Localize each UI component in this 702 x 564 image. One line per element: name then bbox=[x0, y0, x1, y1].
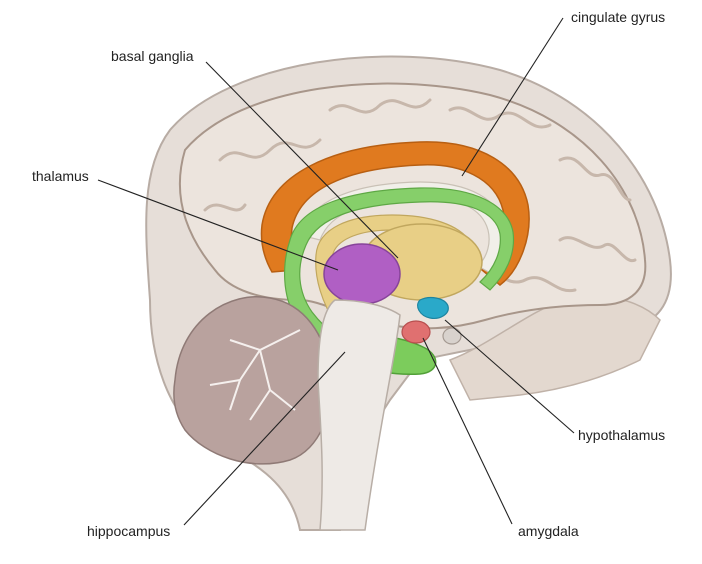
cerebellum-branches bbox=[209, 329, 301, 421]
label-hypothalamus: hypothalamus bbox=[578, 427, 666, 443]
label-cingulate-gyrus: cingulate gyrus bbox=[571, 9, 666, 25]
amygdala-shape bbox=[401, 320, 431, 344]
label-amygdala: amygdala bbox=[518, 523, 579, 539]
hypothalamus-shape bbox=[417, 296, 449, 319]
label-hippocampus: hippocampus bbox=[87, 523, 171, 539]
pituitary bbox=[442, 327, 462, 345]
label-basal-ganglia: basal ganglia bbox=[111, 48, 194, 64]
thalamus-shape bbox=[323, 243, 401, 305]
brainstem bbox=[317, 299, 401, 531]
leader-lines bbox=[97, 17, 575, 526]
label-thalamus: thalamus bbox=[32, 168, 89, 184]
